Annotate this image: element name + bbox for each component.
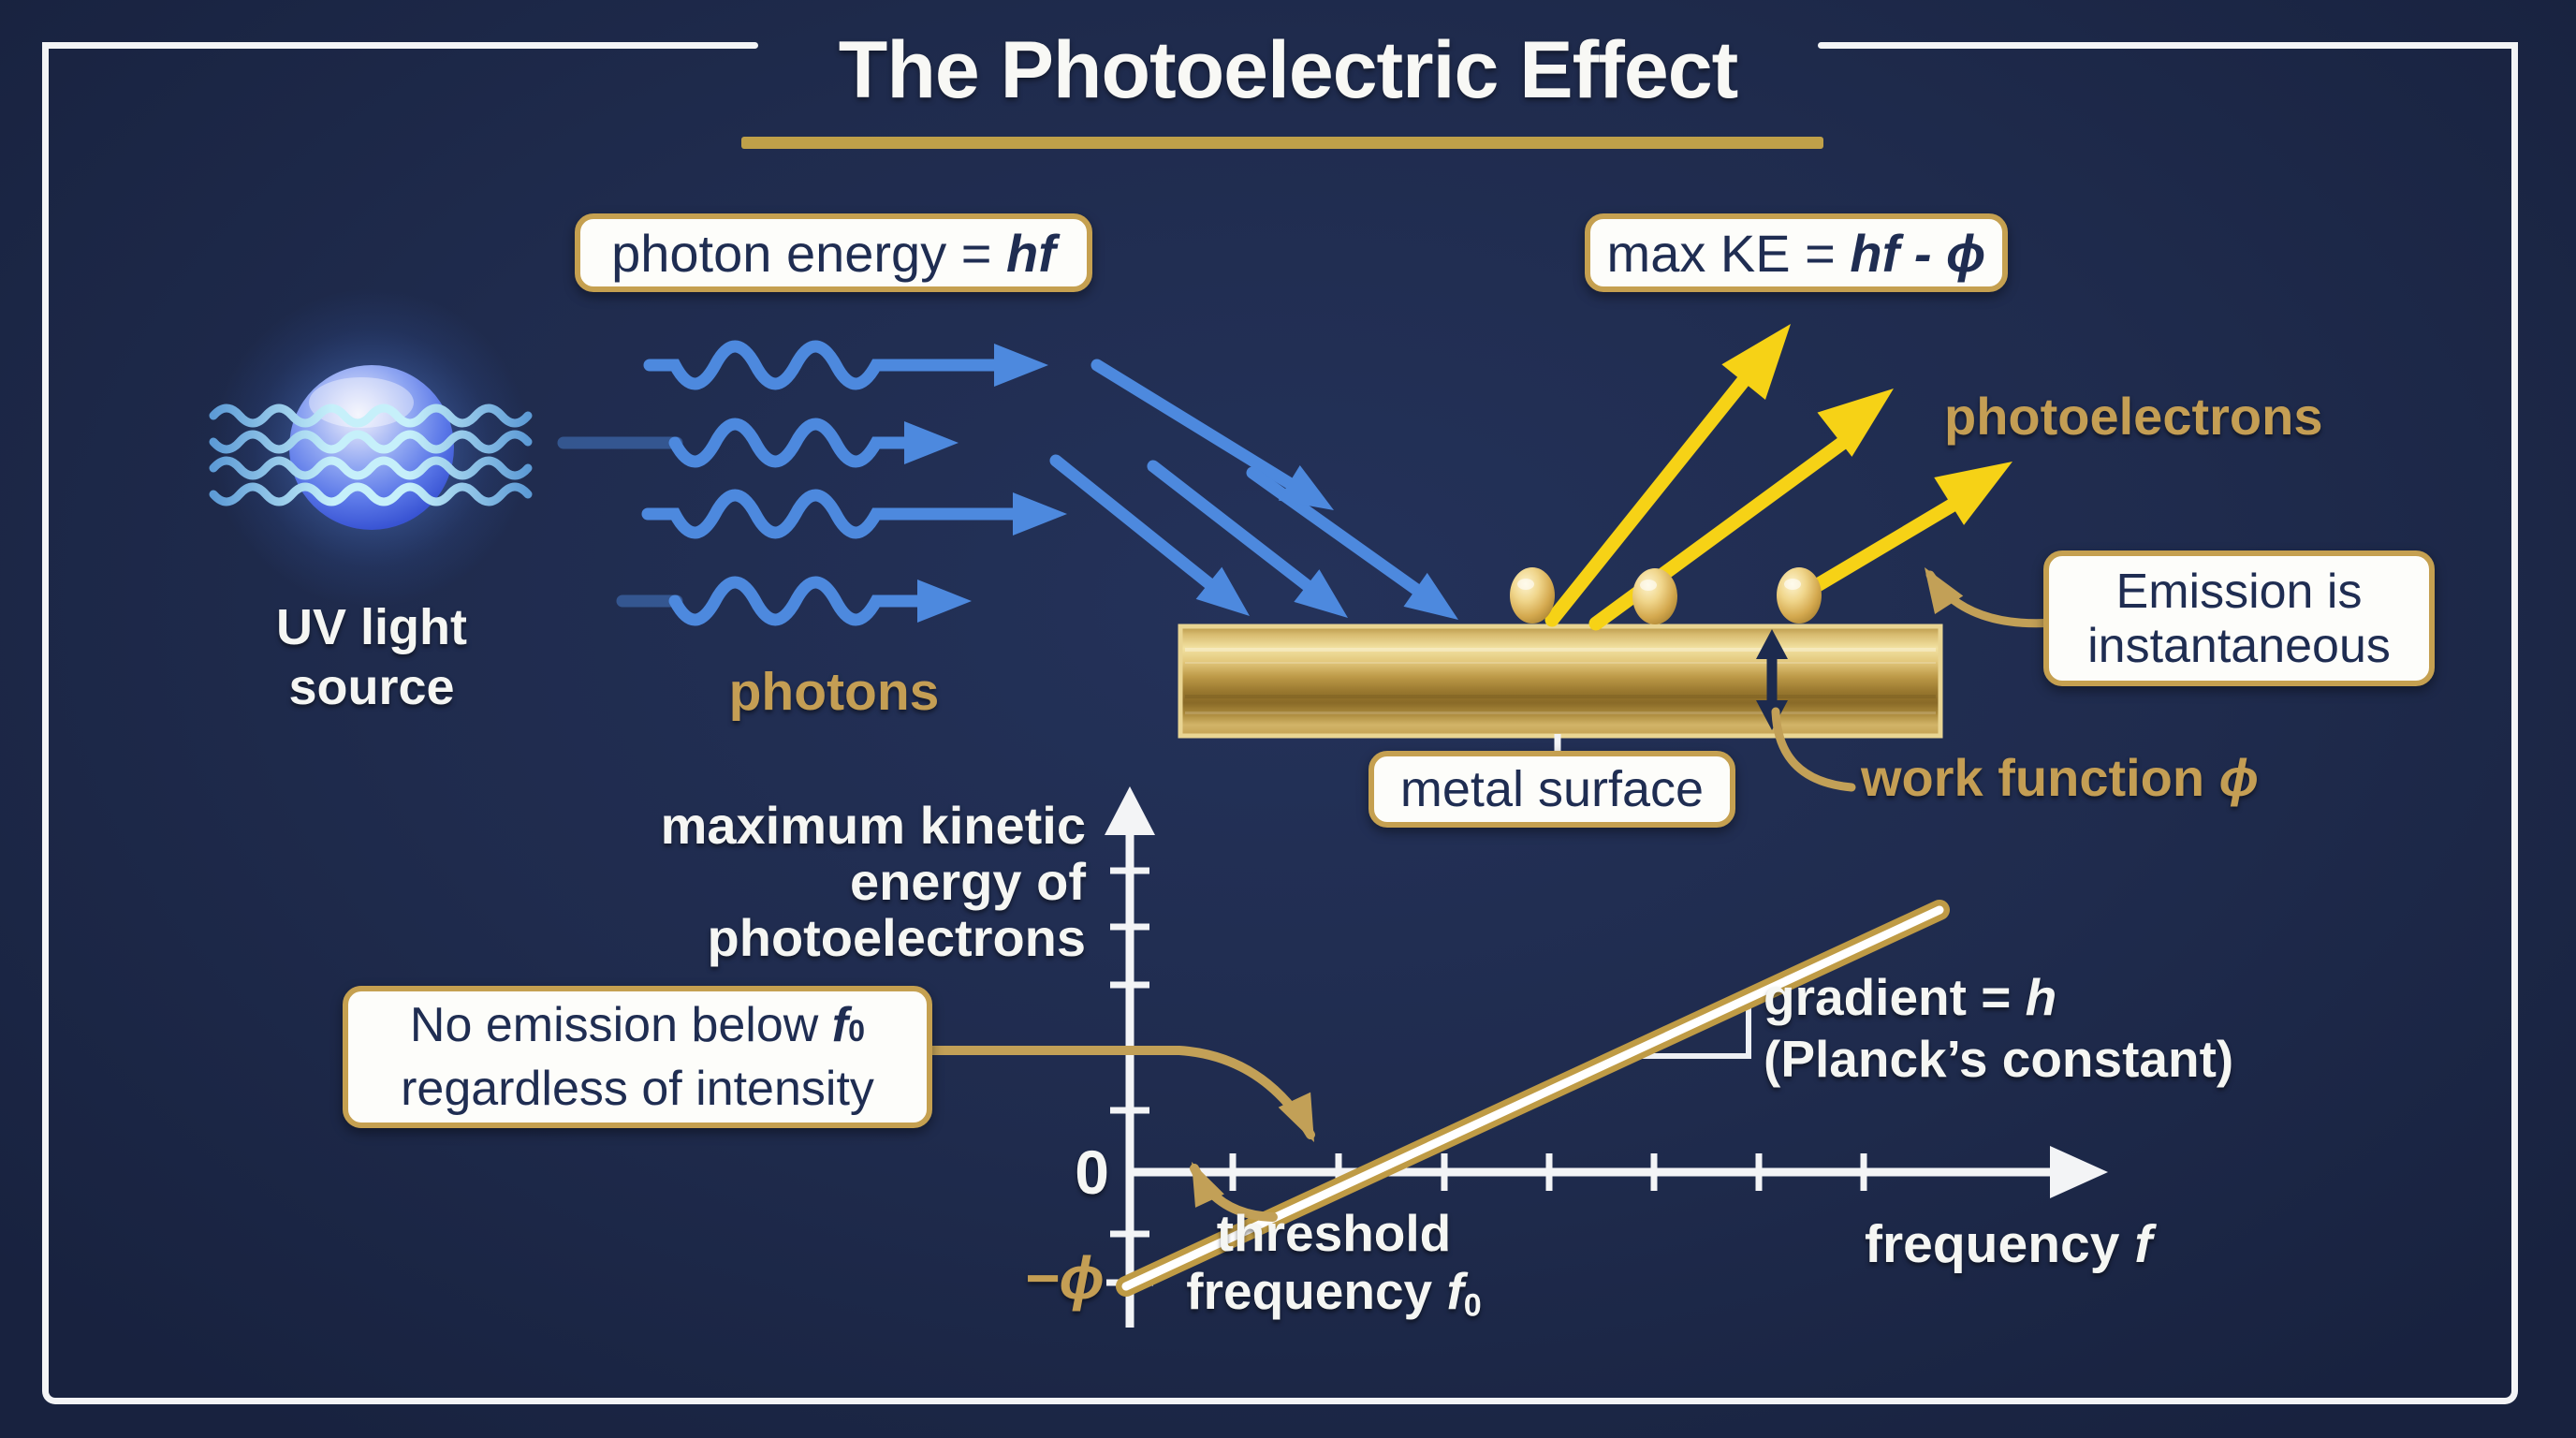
photon-energy-formula-text: photon energy = [611,223,1007,283]
y-axis-label-line3: photoelectrons [707,908,1086,967]
title-underline [741,137,1823,149]
gradient-label: gradient = h (Planck’s constant) [1764,966,2233,1090]
uv-source-label-line2: source [288,659,455,715]
border-frame-top-left [42,42,758,49]
gradient-label-text: gradient = [1764,968,2026,1026]
work-function-label: work function ϕ [1861,747,2259,808]
threshold-frequency-label: threshold frequency f0 [1147,1204,1521,1335]
threshold-label-line2-text: frequency [1186,1262,1447,1320]
threshold-label-line1: threshold [1216,1204,1452,1262]
max-ke-formula-box: max KE = hf - ϕ [1585,213,2008,292]
y-axis-label-line2: energy of [849,852,1086,911]
threshold-label-line2-sub: 0 [1463,1287,1482,1324]
y-axis-label: maximum kinetic energy of photoelectrons [524,798,1086,966]
no-emission-line1-var: f [831,998,849,1052]
emission-note-line2: instantaneous [2087,618,2391,673]
note-pointer-arrow [926,1046,1315,1142]
photoelectron-arrows [1510,324,2012,631]
metal-surface-label: metal surface [1399,761,1705,817]
metal-bar [1178,624,1943,739]
frequency-axis [1130,1146,2108,1198]
intercept-label: −ϕ [1024,1244,1105,1312]
gradient-label-var: h [2025,968,2057,1026]
ke-frequency-line [1116,900,1950,1297]
emission-note-box: Emission is instantaneous [2043,550,2435,686]
photon-energy-formula-var: hf [1006,223,1056,283]
uv-waves [209,404,533,506]
photon-wave-arrows [557,340,1067,626]
emission-note-line1: Emission is [2115,564,2363,619]
origin-label: 0 [1075,1137,1109,1207]
photon-energy-formula-box: photon energy = hf [575,213,1092,292]
uv-source-label-line1: UV light [276,599,467,655]
threshold-label-line2-var: f [1446,1262,1464,1320]
page-title: The Photoelectric Effect [838,25,1738,115]
no-emission-line2: regardless of intensity [401,1062,874,1116]
emission-pointer-arrow [1925,567,2059,628]
work-function-label-text: work function [1861,748,2219,807]
electron-spheres [1510,567,1822,624]
photoelectrons-label: photoelectrons [1944,387,2323,446]
x-axis-label: frequency f [1865,1213,2152,1275]
threshold-pointer-arrow [1190,1162,1278,1222]
threshold-label-line2: frequency f0 [1147,1262,1521,1335]
no-emission-line1-sub: 0 [848,1014,866,1048]
photon-ray-arrows [1049,359,1458,620]
uv-light-source-graphic [209,288,533,607]
border-frame [42,42,2518,1404]
uv-source-label: UV light source [231,597,512,717]
photons-label: photons [728,662,940,722]
work-function-label-symbol: ϕ [2218,748,2260,807]
no-emission-line1-text: No emission below [409,998,832,1052]
border-frame-top-right [1818,42,2518,49]
max-ke-formula-var: hf - ϕ [1850,223,1986,283]
work-function-connector [1771,707,1856,792]
max-ke-formula-text: max KE = [1606,223,1851,283]
x-axis-label-var: f [2134,1214,2153,1274]
gradient-label-line2: (Planck’s constant) [1764,1030,2234,1088]
x-axis-label-text: frequency [1865,1214,2135,1274]
y-axis-label-line1: maximum kinetic [660,796,1086,855]
metal-surface-label-box: metal surface [1368,751,1735,828]
